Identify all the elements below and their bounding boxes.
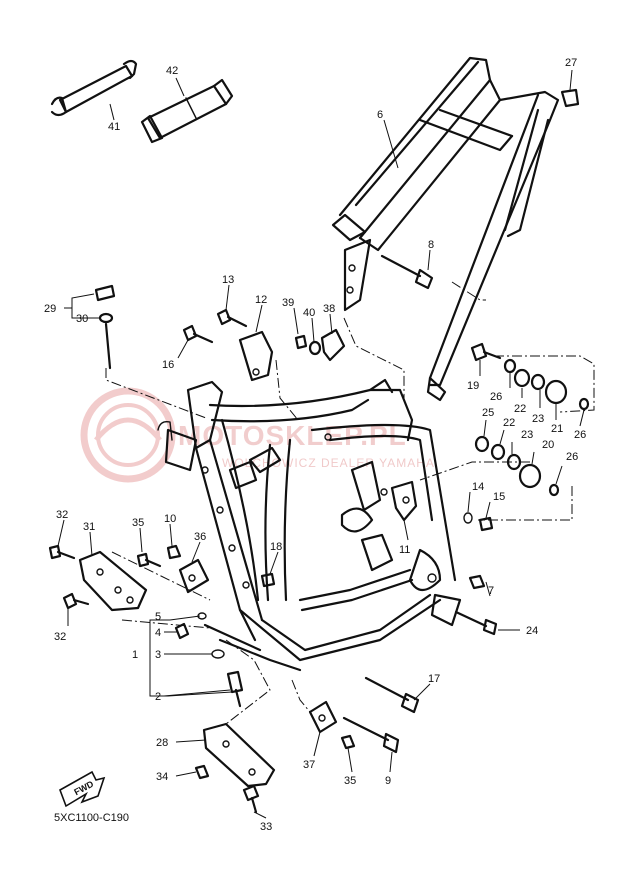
watermark-logo-icon — [80, 387, 176, 483]
callout-30: 30 — [76, 313, 88, 325]
callout-4: 4 — [155, 627, 161, 639]
callout-23a: 23 — [532, 413, 544, 425]
bolt-39-part — [294, 334, 308, 350]
dipstick-part — [94, 284, 116, 370]
bolt-9-part — [342, 716, 400, 754]
callout-29: 29 — [44, 303, 56, 315]
bracket-11-part — [390, 480, 418, 522]
main-frame-part — [157, 378, 462, 672]
callout-labels: 41 42 6 27 8 13 12 16 39 40 38 29 30 19 … — [44, 57, 586, 833]
callout-37: 37 — [303, 759, 315, 771]
callout-34: 34 — [156, 771, 168, 783]
callout-15: 15 — [493, 491, 505, 503]
callout-27: 27 — [565, 57, 577, 69]
callout-24: 24 — [526, 625, 538, 637]
bolt-13-part — [216, 308, 248, 328]
rear-subframe-part — [331, 56, 560, 402]
callout-25: 25 — [482, 407, 494, 419]
callout-5: 5 — [155, 611, 161, 623]
callout-19: 19 — [467, 380, 479, 392]
callout-32a: 32 — [56, 509, 68, 521]
bracket-36-part — [178, 558, 210, 594]
callout-35a: 35 — [132, 517, 144, 529]
callout-33: 33 — [260, 821, 272, 833]
bolt-17-part — [364, 676, 420, 714]
callout-12: 12 — [255, 294, 267, 306]
callout-14: 14 — [472, 481, 484, 493]
callout-28: 28 — [156, 737, 168, 749]
bracket-38-part — [320, 328, 346, 362]
callout-7: 7 — [488, 585, 494, 597]
nut-10-part — [166, 544, 182, 560]
lower-guard-28-part — [202, 722, 276, 788]
callout-40: 40 — [303, 307, 315, 319]
callout-26a: 26 — [490, 391, 502, 403]
callout-39: 39 — [282, 297, 294, 309]
bolt-32b-part — [62, 592, 90, 610]
bolt-16-part — [182, 324, 214, 344]
callout-22a: 22 — [514, 403, 526, 415]
callout-8: 8 — [428, 239, 434, 251]
callout-21: 21 — [551, 423, 563, 435]
callout-18: 18 — [270, 541, 282, 553]
bolt-7-part — [468, 574, 486, 590]
callout-26c: 26 — [566, 451, 578, 463]
bolt-35a-part — [136, 552, 162, 568]
callout-41: 41 — [108, 121, 120, 133]
watermark-subtext: WOLCHOWICZ DEALER YAMAHA — [222, 456, 435, 470]
linkage-stack-part — [470, 342, 590, 497]
bracket-37-part — [308, 700, 338, 734]
bolt-24-part — [454, 610, 498, 636]
callout-11: 11 — [399, 544, 410, 556]
callout-35b: 35 — [344, 775, 356, 787]
callout-38: 38 — [323, 303, 335, 315]
leader-lines — [57, 69, 585, 819]
callout-20: 20 — [542, 439, 554, 451]
callout-22b: 22 — [503, 417, 515, 429]
reference-lines — [105, 281, 595, 725]
callout-36: 36 — [194, 531, 206, 543]
callout-23b: 23 — [521, 429, 533, 441]
callout-17: 17 — [428, 673, 440, 685]
nut-18-part — [260, 572, 276, 588]
washer-14-part — [463, 512, 473, 524]
nut-15-part — [478, 516, 494, 532]
callout-3: 3 — [155, 649, 161, 661]
callout-13: 13 — [222, 274, 234, 286]
callout-9: 9 — [385, 775, 391, 787]
washer-40-part — [308, 340, 322, 356]
callout-10: 10 — [164, 513, 176, 525]
callout-42: 42 — [166, 65, 178, 77]
callout-32b: 32 — [54, 631, 66, 643]
callout-26b: 26 — [574, 429, 586, 441]
callout-16: 16 — [162, 359, 174, 371]
callout-31: 31 — [83, 521, 95, 533]
bolt-34-part — [194, 764, 210, 780]
callout-1: 1 — [132, 649, 138, 661]
fwd-arrow-icon: FWD — [59, 770, 106, 808]
bolt-35b-part — [340, 734, 356, 750]
diagram-code: 5XC1100-C190 — [54, 812, 129, 824]
bracket-12-part — [238, 330, 274, 382]
wrench-part — [50, 59, 138, 117]
socket-tool-part — [140, 78, 234, 144]
bolt-33-part — [242, 784, 260, 814]
skid-plate-31-part — [78, 550, 148, 612]
bolt-32a-part — [48, 544, 76, 560]
bolt-8-part — [380, 254, 434, 290]
clip-part — [560, 88, 580, 108]
callout-6: 6 — [377, 109, 383, 121]
callout-2: 2 — [155, 691, 161, 703]
